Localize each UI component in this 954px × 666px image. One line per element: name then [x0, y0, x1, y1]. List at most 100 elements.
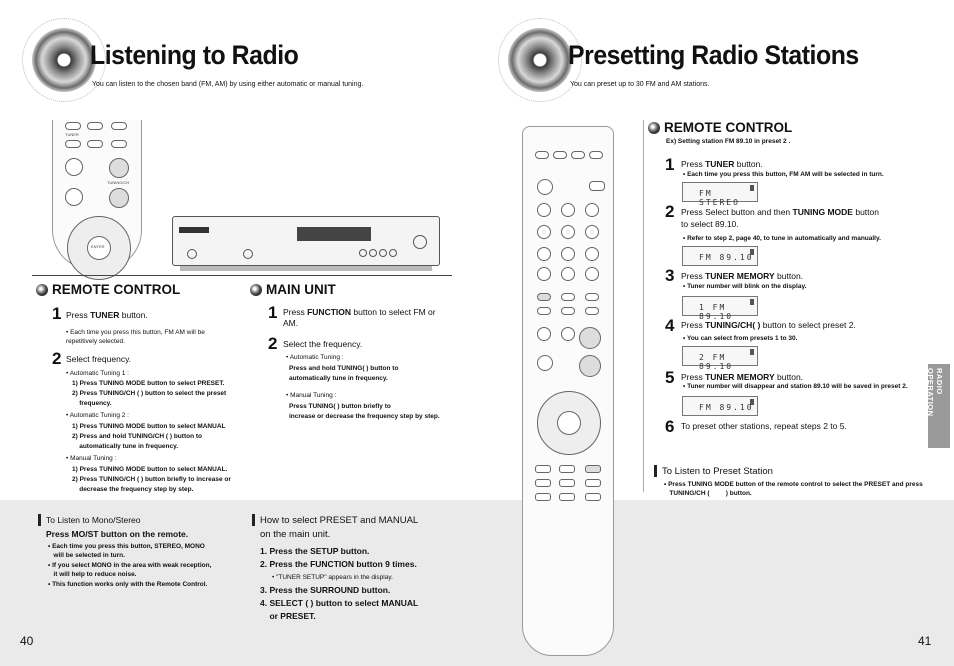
step-text-line2: to select 89.10. — [681, 219, 739, 229]
step-note: • Tuner number will blink on the display… — [683, 283, 807, 290]
auto2-label: • Automatic Tuning 2 : — [66, 412, 129, 419]
remote-closeup-left: TUNER TUNING/CH ENTER — [52, 120, 142, 280]
step-number: 1 — [665, 155, 675, 174]
enter-button[interactable] — [87, 236, 111, 260]
step-note: • Refer to step 2, page 40, to tune in a… — [683, 235, 881, 242]
lcd-text: FM 89.10 — [699, 403, 754, 412]
remote-enter-label: ENTER — [91, 244, 105, 249]
manual-line: 2) Press TUNING/CH ( ) button briefly to… — [72, 476, 231, 483]
volume-up-button[interactable] — [65, 158, 83, 176]
tuner-memory-button[interactable] — [585, 465, 601, 473]
receiver-base — [180, 266, 432, 271]
remote-control-full — [522, 126, 614, 656]
receiver-unit — [172, 216, 440, 266]
subtitle-left: You can listen to the chosen band (FM, A… — [92, 81, 364, 88]
bullet-icon — [250, 284, 262, 297]
preset-heading: How to select PRESET and MANUAL — [260, 515, 419, 526]
note-bar — [38, 514, 41, 526]
disc-icon — [32, 28, 96, 92]
remote-heading-right: REMOTE CONTROL — [648, 120, 792, 135]
main-manual-label: • Manual Tuning : — [286, 392, 337, 399]
preset-step: 2. Press the FUNCTION button 9 times. — [260, 559, 417, 569]
main-unit-heading: MAIN UNIT — [250, 282, 336, 297]
enter-button[interactable] — [557, 411, 581, 435]
step1-text: Press TUNER button. — [66, 310, 148, 320]
volume-down-button[interactable] — [65, 188, 83, 206]
step-text: Press TUNING/CH( ) button to select pres… — [681, 320, 856, 330]
preset-step: 1. Press the SETUP button. — [260, 546, 370, 556]
tuning-up-button[interactable] — [579, 327, 601, 349]
remote-tuner-label: TUNER — [65, 132, 79, 137]
step-number: 3 — [665, 266, 675, 285]
page-title-left: Listening to Radio — [90, 40, 299, 70]
auto1-line: 1) Press TUNING MODE button to select PR… — [72, 380, 225, 387]
main-auto-line: automatically tune in frequency. — [289, 375, 388, 382]
auto1-label: • Automatic Tuning 1 : — [66, 370, 129, 377]
step-number: 5 — [665, 368, 675, 387]
step-number: 1 — [268, 303, 278, 322]
side-tab — [928, 364, 950, 448]
step-number: 1 — [52, 304, 62, 323]
main-manual-line: increase or decrease the frequency step … — [289, 413, 440, 420]
remote-heading-text: REMOTE CONTROL — [52, 282, 181, 297]
tuning-down-button[interactable] — [109, 188, 129, 208]
listen-preset-line: • Press TUNING MODE button of the remote… — [664, 481, 923, 488]
mono-line: • This function works only with the Remo… — [48, 581, 208, 588]
auto2-line: automatically tune in frequency. — [72, 443, 179, 450]
side-tab-label: RADIO OPERATION — [926, 368, 944, 417]
mono-line: • Each time you press this button, STERE… — [48, 543, 205, 550]
bullet-icon — [648, 122, 660, 135]
preset-step: 3. Press the SURROUND button. — [260, 585, 391, 595]
step-note: • Tuner number will disappear and statio… — [683, 383, 908, 390]
page-title-right: Presetting Radio Stations — [568, 40, 859, 70]
lcd-display: 2 FM 89.10 — [682, 346, 758, 371]
divider-line — [643, 120, 644, 492]
main-step1-text: Press FUNCTION button to select FM or AM… — [283, 307, 436, 328]
lcd-display: FM 89.10 — [682, 246, 758, 266]
main-auto-line: Press and hold TUNING( ) button to — [289, 365, 399, 372]
step-note: • Each time you press this button, FM AM… — [683, 171, 884, 178]
remote-tuning-label: TUNING/CH — [107, 180, 130, 185]
mono-heading: To Listen to Mono/Stereo — [46, 515, 141, 525]
preset-step: or PRESET. — [260, 611, 316, 621]
main-auto-label: • Automatic Tuning : — [286, 354, 344, 361]
main-step2-text: Select the frequency. — [283, 339, 363, 349]
tuner-button[interactable] — [537, 293, 551, 301]
mono-bold: Press MO/ST button on the remote. — [46, 529, 189, 539]
lcd-text: 2 FM 89.10 — [699, 353, 734, 371]
auto1-line: 2) Press TUNING/CH ( ) button to select … — [72, 390, 227, 397]
main-unit-heading-text: MAIN UNIT — [266, 282, 336, 297]
step-number: 2 — [665, 202, 675, 221]
main-manual-line: Press TUNING( ) button briefly to — [289, 403, 391, 410]
subtitle-right: You can preset up to 30 FM and AM statio… — [570, 81, 710, 88]
page-number-right: 41 — [918, 634, 932, 648]
note-bar — [654, 465, 657, 477]
power-button[interactable] — [537, 179, 553, 195]
step-number: 2 — [52, 349, 62, 368]
step-text: Press Select button and then TUNING MODE… — [681, 207, 879, 217]
manual-line: 1) Press TUNING MODE button to select MA… — [72, 466, 228, 473]
lcd-display: 1 FM 89.10 — [682, 296, 758, 321]
example-text: Ex) Setting station FM 89.10 in preset 2… — [666, 138, 791, 145]
disc-ornament-left — [22, 18, 106, 102]
auto1-line: frequency. — [72, 400, 112, 407]
listen-preset-heading: To Listen to Preset Station — [662, 466, 773, 477]
bottom-band — [0, 500, 954, 666]
manual-line: decrease the frequency step by step. — [72, 486, 194, 493]
step2-text: Select frequency. — [66, 354, 132, 364]
manual-label: • Manual Tuning : — [66, 455, 117, 462]
lcd-text: 1 FM 89.10 — [699, 303, 734, 321]
lcd-display: FM STEREO — [682, 182, 758, 207]
step-number: 2 — [268, 334, 278, 353]
mono-line: it will help to reduce noise. — [48, 571, 137, 578]
lcd-text: FM STEREO — [699, 189, 740, 207]
page-number-left: 40 — [20, 634, 34, 648]
tuning-down-button[interactable] — [579, 355, 601, 377]
preset-note: • "TUNER SETUP" appears in the display. — [272, 574, 393, 581]
step-number: 4 — [665, 316, 675, 335]
preset-heading-2: on the main unit. — [260, 529, 331, 540]
step-text: To preset other stations, repeat steps 2… — [681, 421, 847, 431]
tuning-up-button[interactable] — [109, 158, 129, 178]
step1-note: • Each time you press this button, FM AM… — [66, 329, 205, 345]
remote-heading-text: REMOTE CONTROL — [664, 120, 793, 135]
